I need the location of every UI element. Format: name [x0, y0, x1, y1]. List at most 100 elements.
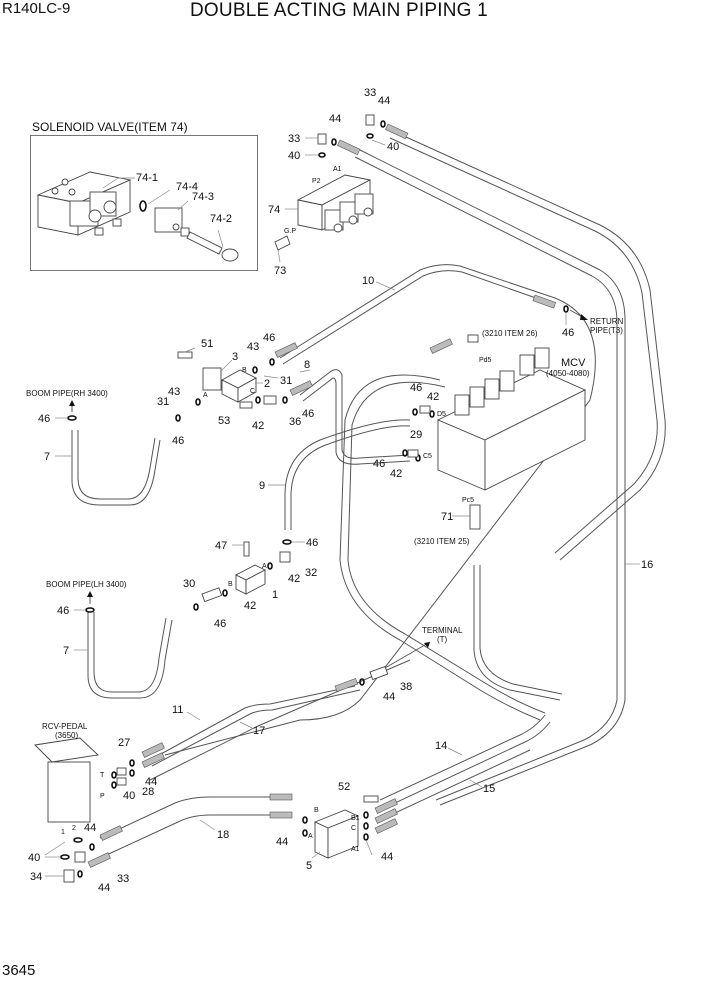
pipe-10-a	[279, 264, 556, 359]
leader-line	[371, 139, 386, 146]
o-ring-46	[282, 396, 288, 404]
hose-fitting	[429, 338, 453, 354]
pipe-pc5-a	[473, 565, 561, 701]
model-number: R140LC-9	[2, 0, 71, 17]
leader-line	[217, 229, 224, 248]
mcv-spool	[484, 378, 500, 400]
port-c-block5: C	[351, 825, 356, 832]
elbow-32	[279, 551, 291, 563]
callout-52: 52	[338, 781, 350, 793]
block-2-assembly	[175, 342, 313, 422]
pipe-9-a	[284, 419, 411, 530]
pipe-7-rh-a	[71, 430, 161, 506]
inset-title: SOLENOID VALVE(ITEM 74)	[32, 120, 188, 134]
hose-fitting	[141, 752, 165, 768]
callout-43: 43	[168, 386, 180, 398]
o-ring-40	[60, 854, 70, 860]
pipe-8-b	[302, 377, 411, 465]
elbow-33	[74, 851, 86, 863]
callout-42: 42	[390, 468, 402, 480]
leader-line	[447, 747, 463, 756]
pipe-17	[151, 689, 361, 767]
fitting-29	[419, 405, 431, 414]
o-ring-42	[267, 562, 273, 570]
callout-40: 40	[123, 790, 135, 802]
pipe-15b	[379, 749, 531, 821]
leader-line	[239, 721, 253, 729]
o-ring-44	[77, 870, 83, 878]
o-ring-46	[402, 449, 408, 457]
ref-item26-label: (3210 ITEM 26)	[482, 329, 538, 338]
fitting-27	[116, 767, 127, 776]
mcv-spool	[469, 386, 485, 408]
callout-47: 47	[215, 540, 227, 552]
o-ring-43	[252, 366, 258, 374]
leader-line	[375, 281, 396, 291]
callout-44: 44	[98, 882, 110, 894]
fitting-73	[274, 235, 291, 251]
callout-74-2: 74-2	[210, 213, 232, 225]
pipe-16-a	[359, 149, 626, 806]
callout-labels: 33 44 44 33 40 40 74 73 10 46 51 3 43 46…	[28, 87, 653, 894]
leader-line	[277, 249, 281, 263]
o-ring-44	[380, 120, 386, 128]
port-icon	[51, 187, 59, 195]
relief-71	[469, 504, 481, 530]
mcv-spool	[519, 354, 535, 376]
port-d5: D5	[437, 411, 446, 418]
pipe-16-b	[354, 156, 618, 801]
callout-1: 1	[272, 589, 278, 601]
callout-33: 33	[288, 133, 300, 145]
hose-fitting	[374, 808, 398, 824]
o-ring-44	[363, 822, 369, 830]
callout-40: 40	[288, 150, 300, 162]
solenoid-valve-inset	[30, 135, 258, 271]
mcv-side	[484, 389, 586, 491]
port-labels: A1 P2 G.P B A C Pd5 D5 C5 Pc5 A B T P 1 …	[61, 166, 492, 853]
block-5-front	[314, 821, 329, 859]
callout-33: 33	[117, 873, 129, 885]
pipe-18-b	[99, 814, 290, 859]
spool-74-2	[186, 231, 223, 255]
hose-fitting	[99, 825, 123, 841]
callout-46: 46	[302, 408, 314, 420]
connector	[94, 227, 104, 236]
o-ring-43	[195, 398, 201, 406]
o-ring-46	[269, 358, 275, 366]
coil-nut	[333, 223, 343, 233]
coil-nut	[88, 209, 102, 223]
callout-46: 46	[263, 332, 275, 344]
rcv-pedal	[34, 737, 165, 883]
callout-44: 44	[381, 851, 393, 863]
leader-line	[311, 851, 321, 859]
block-1-side	[245, 569, 266, 595]
port-2: 2	[72, 825, 76, 832]
coil-nut	[348, 215, 358, 225]
fitting-29	[407, 449, 419, 458]
coil-nut	[103, 200, 117, 214]
pipe-18-a	[99, 796, 290, 839]
callout-28: 28	[142, 786, 154, 798]
leader-line	[186, 711, 201, 721]
port-b-block5: B	[314, 807, 319, 814]
pipe-10-b	[282, 270, 554, 365]
o-ring-44	[359, 678, 365, 686]
o-ring-46	[175, 414, 181, 422]
pipe-inner-loop-b	[347, 381, 546, 714]
ref-item25-label: (3210 ITEM 25)	[414, 537, 470, 546]
callout-10: 10	[362, 275, 374, 287]
hose-fitting	[385, 123, 409, 140]
mcv-ref-label: (4050-4080)	[546, 369, 590, 378]
elbow-33	[317, 133, 327, 145]
o-ring-42	[255, 396, 261, 404]
callout-29: 29	[410, 429, 422, 441]
hose-fitting	[269, 811, 293, 819]
callout-46: 46	[172, 435, 184, 447]
callout-46: 46	[562, 327, 574, 339]
port-pd5: Pd5	[479, 357, 492, 364]
callout-46: 46	[373, 458, 385, 470]
terminal-line	[384, 641, 431, 669]
leader-line	[184, 347, 196, 353]
o-ring-46	[85, 607, 95, 613]
fitting-30	[201, 587, 223, 603]
